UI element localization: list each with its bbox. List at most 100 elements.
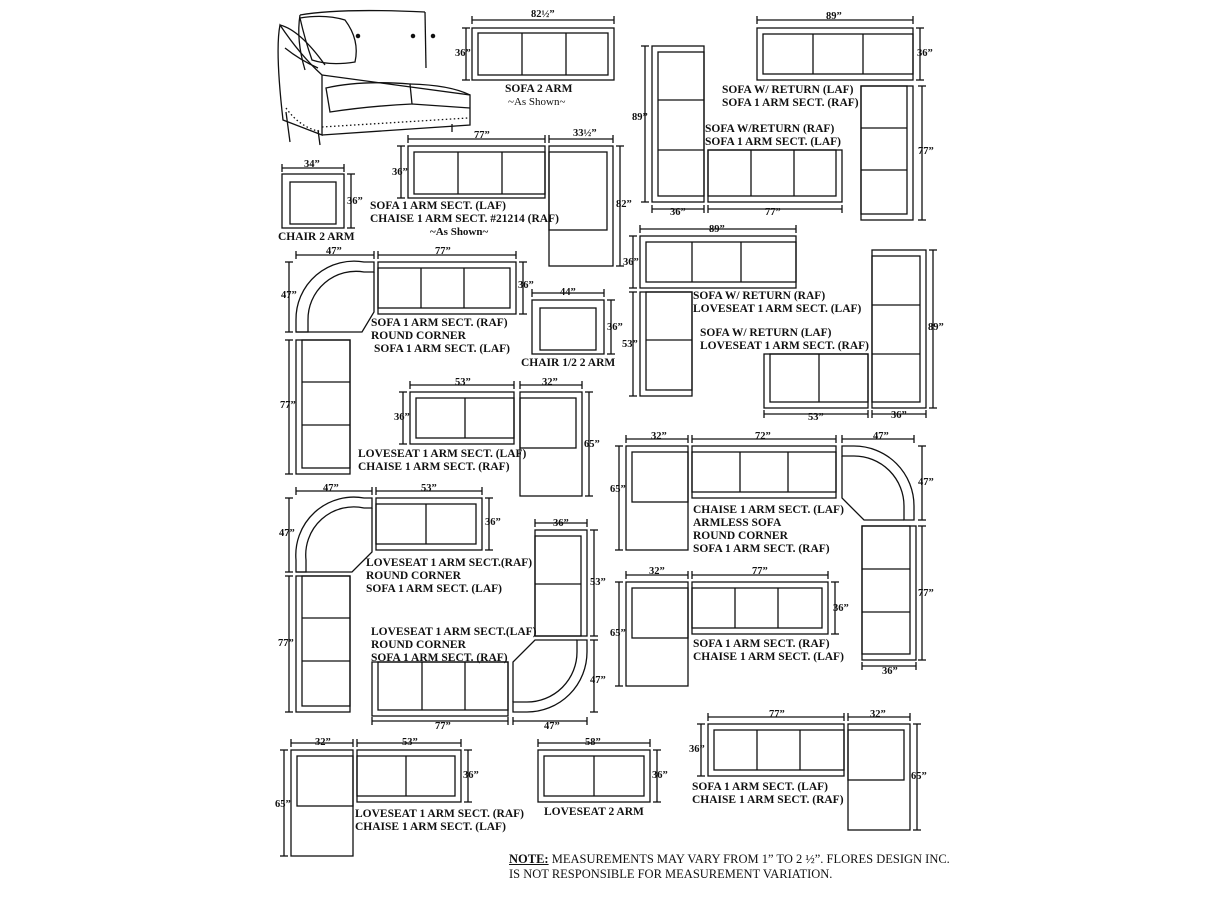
label-group-line: CHAISE 1 ARM SECT. #21214 (RAF) — [370, 213, 559, 225]
dim-36: 36” — [917, 48, 933, 59]
sofa-laf-chaise-raf-diagram — [697, 713, 921, 831]
dim-44: 44” — [560, 287, 576, 298]
dim-34: 34” — [304, 159, 320, 170]
dim-89: 89” — [928, 322, 944, 333]
label-group-line: ~As Shown~ — [430, 226, 489, 238]
dim-82: 82” — [616, 199, 632, 210]
dim-36: 36” — [455, 48, 471, 59]
label-group-line: SOFA 1 ARM SECT. (LAF) — [705, 136, 841, 148]
dim-36: 36” — [689, 744, 705, 755]
label-group-line: SOFA 1 ARM SECT. (RAF) — [722, 97, 859, 109]
dim-89: 89” — [826, 11, 842, 22]
dim-47: 47” — [590, 675, 606, 686]
label-sofa-2-arm: SOFA 2 ARM — [505, 83, 573, 95]
dim-36: 36” — [394, 412, 410, 423]
label-group-line: LOVESEAT 1 ARM SECT.(RAF) — [366, 557, 533, 569]
label-group-line: LOVESEAT 1 ARM SECT. (RAF) — [700, 340, 870, 352]
dim-89: 89” — [709, 224, 725, 235]
dim-36: 36” — [623, 257, 639, 268]
dim-32: 32” — [870, 709, 886, 720]
dim-53: 53” — [590, 577, 606, 588]
label-loveseat-2-arm: LOVESEAT 2 ARM — [544, 806, 644, 818]
note-title: NOTE: — [509, 852, 549, 866]
sofa-sketch-illustration — [277, 9, 471, 146]
dim-36: 36” — [833, 603, 849, 614]
dim-65: 65” — [911, 771, 927, 782]
label-group-line: ROUND CORNER — [693, 530, 788, 542]
sofa-with-return-laf-diagram — [756, 16, 926, 221]
label-group-line: LOVESEAT 1 ARM SECT. (LAF) — [358, 448, 527, 460]
dim-36: 36” — [347, 196, 363, 207]
label-chair-2-arm: CHAIR 2 ARM — [278, 231, 355, 243]
dim-72: 72” — [755, 431, 771, 442]
note-line-1: MEASUREMENTS MAY VARY FROM 1” TO 2 ½”. F… — [548, 852, 950, 866]
label-group-line: SOFA 1 ARM SECT. (RAF) — [371, 652, 508, 664]
label-group-line: SOFA W/RETURN (RAF) — [705, 123, 835, 135]
label-sofa-2-arm-as-shown: ~As Shown~ — [508, 96, 566, 108]
label-group-line: CHAISE 1 ARM SECT. (LAF) — [355, 821, 506, 833]
dim-77: 77” — [435, 721, 451, 732]
dim-58: 58” — [585, 737, 601, 748]
dim-36: 36” — [882, 666, 898, 677]
label-group-line: SOFA 1 ARM SECT. (RAF) — [693, 543, 830, 555]
label-group-line: SOFA W/ RETURN (LAF) — [700, 327, 832, 339]
dim-33-half: 33½” — [573, 128, 597, 139]
label-group-line: LOVESEAT 1 ARM SECT.(LAF) — [371, 626, 537, 638]
dim-32: 32” — [649, 566, 665, 577]
label-group-line: CHAISE 1 ARM SECT. (RAF) — [692, 794, 844, 806]
dim-47: 47” — [326, 246, 342, 257]
chaise-laf-sofa-raf-diagram — [615, 571, 839, 687]
dim-53: 53” — [421, 483, 437, 494]
dim-82-half: 82½” — [531, 9, 555, 20]
sofa-2-arm-diagram — [462, 16, 615, 81]
label-group-line: ROUND CORNER — [366, 570, 461, 582]
dim-53: 53” — [402, 737, 418, 748]
dim-47: 47” — [544, 721, 560, 732]
sofa-with-return-raf-diagram — [641, 45, 843, 213]
label-group-line: SOFA 1 ARM SECT. (LAF) — [370, 200, 506, 212]
label-group-line: CHAISE 1 ARM SECT. (LAF) — [693, 651, 844, 663]
dim-65: 65” — [275, 799, 291, 810]
dim-36: 36” — [607, 322, 623, 333]
dim-53: 53” — [622, 339, 638, 350]
dim-32: 32” — [542, 377, 558, 388]
label-group-line: ROUND CORNER — [371, 639, 466, 651]
dim-36: 36” — [670, 207, 686, 218]
dim-32: 32” — [651, 431, 667, 442]
dim-36: 36” — [553, 518, 569, 529]
dim-36: 36” — [463, 770, 479, 781]
dim-47: 47” — [873, 431, 889, 442]
loveseat-2-arm-diagram — [537, 739, 661, 803]
sofa-round-corner-sofa-diagram — [285, 251, 527, 475]
chair-half-2-arm-diagram — [531, 289, 615, 355]
dim-47: 47” — [323, 483, 339, 494]
dim-47: 47” — [918, 477, 934, 488]
dim-47: 47” — [279, 528, 295, 539]
sofa-return-raf-loveseat-diagram — [629, 225, 797, 397]
sofa-chaise-as-shown-diagram — [397, 135, 624, 267]
label-group-line: ROUND CORNER — [371, 330, 466, 342]
label-group-line: SOFA W/ RETURN (LAF) — [722, 84, 854, 96]
dim-53: 53” — [808, 412, 824, 423]
label-group-line: CHAISE 1 ARM SECT. (RAF) — [358, 461, 510, 473]
label-chair-half: CHAIR 1/2 2 ARM — [521, 357, 616, 369]
dim-36: 36” — [518, 280, 534, 291]
label-group-line: LOVESEAT 1 ARM SECT. (RAF) — [355, 808, 525, 820]
label-group-line: SOFA 1 ARM SECT. (RAF) — [371, 317, 508, 329]
label-group-line: LOVESEAT 1 ARM SECT. (LAF) — [693, 303, 862, 315]
dim-77: 77” — [918, 588, 934, 599]
dim-65: 65” — [610, 628, 626, 639]
dim-77: 77” — [435, 246, 451, 257]
loveseat-chaise-raf-diagram — [399, 381, 593, 497]
chaise-armless-round-sofa-diagram — [615, 435, 926, 670]
dim-36: 36” — [485, 517, 501, 528]
dim-36: 36” — [891, 410, 907, 421]
chair-2-arm-diagram — [281, 164, 355, 229]
label-group-line: SOFA 1 ARM SECT. (LAF) — [366, 583, 502, 595]
dim-47: 47” — [281, 290, 297, 301]
chaise-loveseat-raf-diagram — [280, 739, 472, 857]
label-group-line: SOFA 1 ARM SECT. (RAF) — [693, 638, 830, 650]
label-group-line: SOFA 1 ARM SECT. (LAF) — [692, 781, 828, 793]
dim-77: 77” — [752, 566, 768, 577]
